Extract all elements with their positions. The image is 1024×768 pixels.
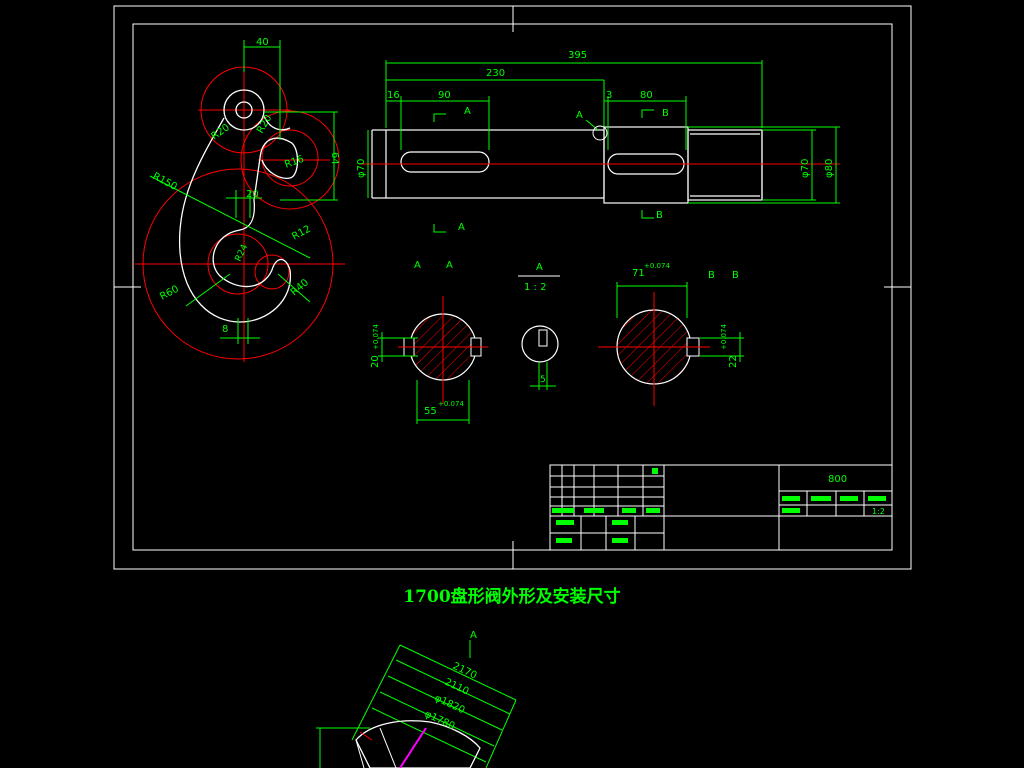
hook-dim-40: 40: [256, 37, 269, 48]
section-aa-depth-tol: +0.074: [372, 324, 380, 350]
shaft-dim-16: 16: [387, 90, 400, 101]
section-bb-title-left: B: [708, 270, 715, 281]
section-aa-title-right: A: [446, 260, 453, 271]
drawing-caption: 1700盘形阀外形及安装尺寸: [403, 587, 621, 607]
section-bb: B B 71 +0.074 22 +0.074: [598, 262, 744, 406]
section-aa-depth: 20: [370, 355, 381, 368]
detail-mark-a: A: [576, 110, 583, 121]
section-aa-width-tol: +0.074: [438, 400, 464, 408]
section-bb-depth: 22: [728, 355, 739, 368]
detail-a: A 1 : 2 5: [518, 262, 560, 390]
shaft-dim-80: 80: [640, 90, 653, 101]
shaft-view: 395 230 16 90 3 80 φ70 φ70 φ80 A A B B A: [356, 50, 840, 233]
section-mark-b-bottom: B: [656, 210, 663, 221]
shaft-dim-90: 90: [438, 90, 451, 101]
section-bb-width: 71: [632, 268, 645, 279]
shaft-dia-70: φ70: [800, 159, 811, 178]
section-aa: A A 20 +0.074 55 +0.074: [370, 260, 488, 424]
sheet-frame: [113, 5, 912, 570]
title-block-glyphs: [552, 468, 886, 543]
shaft-dia-left: φ70: [356, 159, 367, 178]
section-aa-width: 55: [424, 406, 437, 417]
section-aa-title-left: A: [414, 260, 421, 271]
hook-dim-64: 64: [329, 152, 340, 165]
section-bb-depth-tol: +0.074: [720, 324, 728, 350]
section-mark-a-bottom: A: [458, 222, 465, 233]
detail-scale: 1 : 2: [524, 282, 546, 293]
shaft-dim-3: 3: [606, 90, 612, 101]
title-block: 800 1:2: [549, 464, 893, 551]
hook-dim-20: 20: [246, 189, 259, 200]
lower-view-label: A: [470, 630, 477, 641]
shaft-dim-395: 395: [568, 50, 587, 61]
title-block-scale: 1:2: [872, 507, 885, 516]
detail-label: A: [536, 262, 543, 273]
shaft-dim-230: 230: [486, 68, 505, 79]
section-bb-width-tol: +0.074: [644, 262, 670, 270]
detail-width: 5: [540, 375, 546, 385]
title-block-drawing-no: 800: [828, 474, 847, 485]
shaft-dia-80: φ80: [824, 159, 835, 178]
section-mark-b-top: B: [662, 108, 669, 119]
section-mark-a-top: A: [464, 106, 471, 117]
hook-dim-8: 8: [222, 324, 228, 335]
section-bb-title-right: B: [732, 270, 739, 281]
